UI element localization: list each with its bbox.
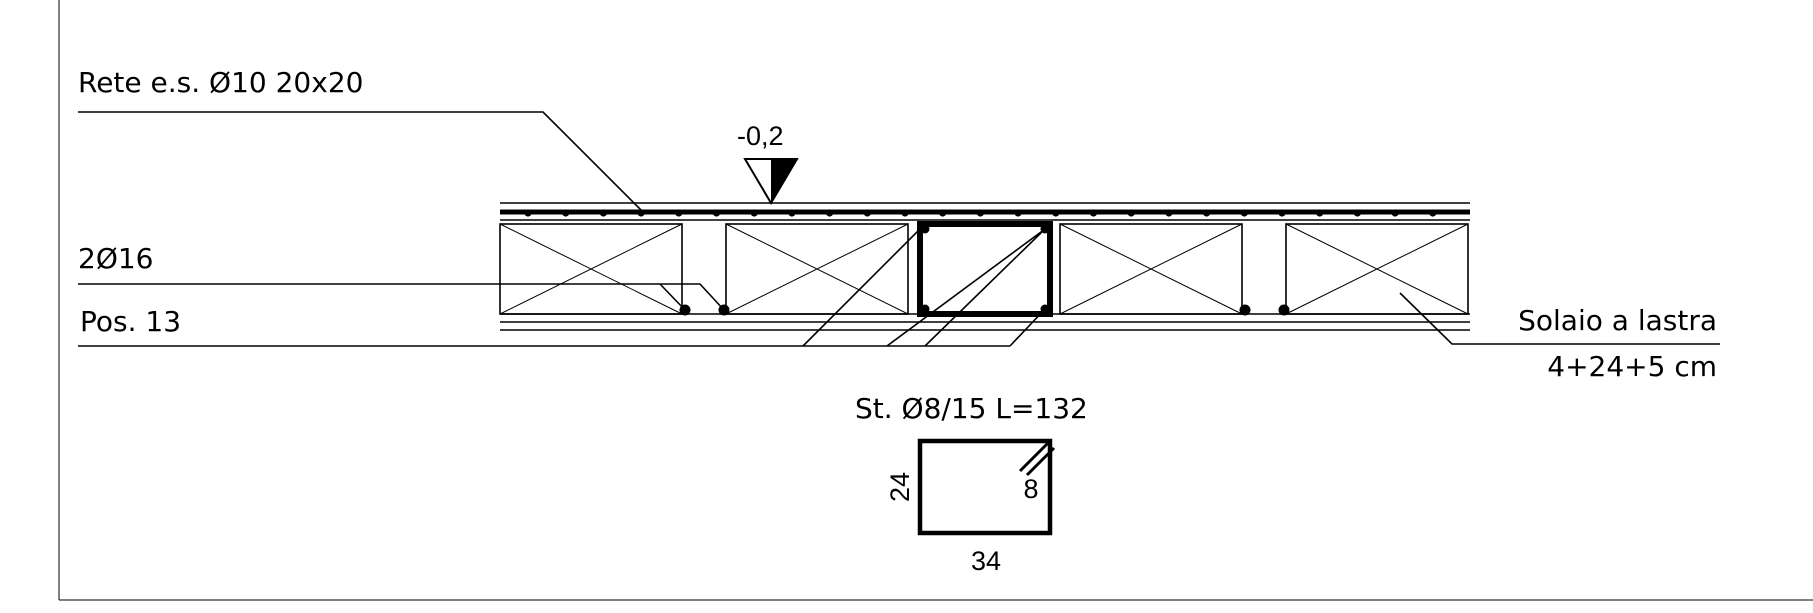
lightening-block xyxy=(725,223,909,315)
slab-thickness-label: 4+24+5 cm xyxy=(1547,350,1717,383)
level-marker: -0,2 xyxy=(737,121,799,205)
slab-topping xyxy=(500,202,1470,221)
mesh-bar xyxy=(1165,209,1173,217)
drawing-frame xyxy=(58,0,1813,601)
mesh-bar xyxy=(1203,209,1211,217)
position-leader: Pos. 13 xyxy=(78,228,1046,347)
mesh-bar xyxy=(1089,209,1098,217)
lightening-block xyxy=(1285,223,1469,315)
mesh-bar xyxy=(1014,209,1022,217)
mesh-bar xyxy=(901,209,909,217)
mesh-bar xyxy=(1052,209,1060,217)
level-label: -0,2 xyxy=(737,121,784,151)
mesh-bar xyxy=(524,209,532,217)
mesh-bar xyxy=(1278,209,1286,217)
bars-label: 2Ø16 xyxy=(78,242,153,275)
stirrup-detail: St. Ø8/15 L=132 24 8 34 xyxy=(855,392,1088,576)
mesh-bar xyxy=(599,209,608,217)
lightening-block xyxy=(1059,223,1243,315)
bars-leader: 2Ø16 xyxy=(78,242,725,311)
mesh-bar xyxy=(712,209,721,217)
mesh-bars xyxy=(524,209,1437,217)
mesh-bar xyxy=(1353,209,1361,217)
lightening-block xyxy=(499,223,683,315)
lightening-blocks xyxy=(499,223,1469,315)
stirrup-width-label: 34 xyxy=(971,546,1001,576)
mesh-bar xyxy=(826,209,834,217)
stirrup-hook-label: 8 xyxy=(1023,474,1038,504)
slab-leader: Solaio a lastra 4+24+5 cm xyxy=(1399,292,1720,383)
mesh-label: Rete e.s. Ø10 20x20 xyxy=(78,66,363,99)
mesh-leader: Rete e.s. Ø10 20x20 xyxy=(78,66,644,213)
mesh-bar xyxy=(976,209,985,217)
stirrup-height-label: 24 xyxy=(885,472,915,502)
mesh-bar xyxy=(1127,209,1135,217)
stirrup-label: St. Ø8/15 L=132 xyxy=(855,392,1088,425)
mesh-bar xyxy=(1429,209,1437,217)
mesh-bar xyxy=(939,209,947,217)
mesh-bar xyxy=(1316,209,1324,217)
mesh-bar xyxy=(788,209,796,217)
mesh-bar xyxy=(1391,209,1399,217)
beam-stirrup-section xyxy=(917,221,1053,317)
slab-type-label: Solaio a lastra xyxy=(1518,304,1717,337)
mesh-bar xyxy=(863,209,871,217)
position-label: Pos. 13 xyxy=(80,305,181,338)
mesh-bar xyxy=(750,209,758,217)
mesh-bar xyxy=(1240,209,1248,217)
mesh-bar xyxy=(562,209,570,217)
mesh-bar xyxy=(675,209,683,217)
